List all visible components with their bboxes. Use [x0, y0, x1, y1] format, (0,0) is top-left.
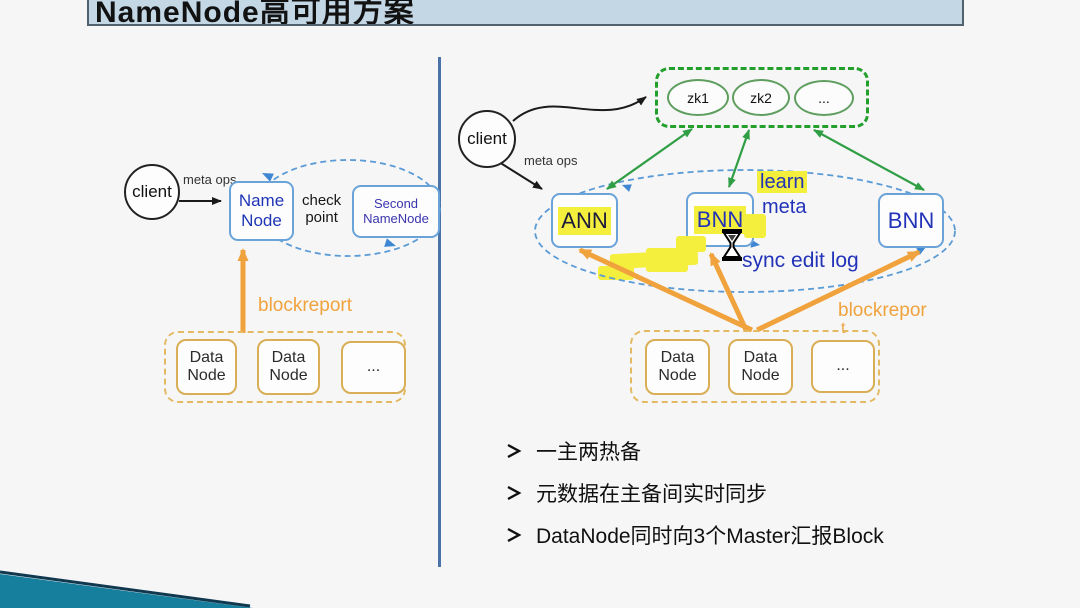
datanode-label: Data Node: [187, 348, 226, 384]
highlight-patch: [744, 214, 766, 238]
meta-ops-label-left: meta ops: [183, 172, 237, 187]
datanode-ellipsis-box: ...: [811, 340, 875, 393]
bullet-arrow-icon: [507, 443, 522, 459]
slide-title: NameNode高可用方案: [95, 0, 415, 26]
zk-node: zk1: [667, 79, 729, 116]
bullet-arrow-icon: [507, 527, 522, 543]
section-divider: [438, 57, 441, 567]
client-label: client: [132, 182, 172, 201]
datanode-box: Data Node: [257, 339, 320, 395]
bnn-box-right: BNN: [878, 193, 944, 248]
datanode-box: Data Node: [176, 339, 237, 395]
zk-ellipsis: ...: [818, 90, 830, 106]
blockreport-overflow: t: [841, 320, 846, 337]
bullet-arrow-icon: [507, 485, 522, 501]
bullet-item: 一主两热备: [506, 438, 884, 464]
blockreport-label-right: blockrepor: [838, 300, 927, 321]
bullet-text: 元数据在主备间实时同步: [536, 483, 767, 506]
bullet-text: DataNode同时向3个Master汇报Block: [536, 525, 884, 548]
zk-label: zk1: [687, 89, 709, 106]
checkpoint-label: check point: [302, 192, 342, 227]
bullet-item: DataNode同时向3个Master汇报Block: [506, 522, 884, 548]
datanode-label: Data Node: [269, 348, 308, 384]
zookeeper-group: [655, 67, 869, 128]
datanode-box: Data Node: [728, 339, 793, 395]
bullet-list: 一主两热备 元数据在主备间实时同步 DataNode同时向3个Master汇报B…: [506, 438, 884, 564]
zk-ellipsis-node: ...: [794, 80, 854, 116]
bullet-item: 元数据在主备间实时同步: [506, 480, 884, 506]
datanode-ellipsis-box: ...: [341, 341, 406, 394]
datanode-ellipsis: ...: [836, 357, 850, 375]
client-node-right: client: [458, 110, 516, 168]
bnn-label: BNN: [693, 205, 747, 234]
meta-label: meta: [762, 196, 807, 218]
secondary-namenode-label: Second NameNode: [363, 195, 429, 226]
namenode-box: Name Node: [229, 181, 294, 241]
bullet-text: 一主两热备: [536, 441, 641, 464]
slide-title-bar: NameNode高可用方案: [87, 0, 964, 26]
highlight-patch: [646, 248, 688, 272]
client-node-left: client: [124, 164, 180, 220]
namenode-label: Name Node: [238, 191, 285, 230]
datanode-group-right: [630, 330, 880, 403]
zk-label: zk2: [750, 89, 772, 106]
hourglass-cursor-icon: [722, 229, 742, 261]
sync-edit-log-label: sync edit log: [742, 249, 859, 272]
learn-label: learn: [757, 171, 808, 194]
ann-box: ANN: [551, 193, 618, 248]
datanode-ellipsis: ...: [366, 358, 381, 376]
meta-ops-label-right: meta ops: [524, 153, 578, 168]
ann-label: ANN: [558, 206, 611, 235]
corner-wedge-decoration: [0, 570, 253, 608]
zk-node: zk2: [732, 79, 790, 116]
client-label: client: [467, 129, 507, 148]
datanode-box: Data Node: [645, 339, 710, 395]
bnn-label: BNN: [887, 207, 935, 233]
blockreport-label-left: blockreport: [258, 295, 352, 316]
datanode-label: Data Node: [658, 348, 697, 384]
secondary-namenode-box: Second NameNode: [352, 185, 440, 238]
datanode-label: Data Node: [741, 348, 780, 384]
